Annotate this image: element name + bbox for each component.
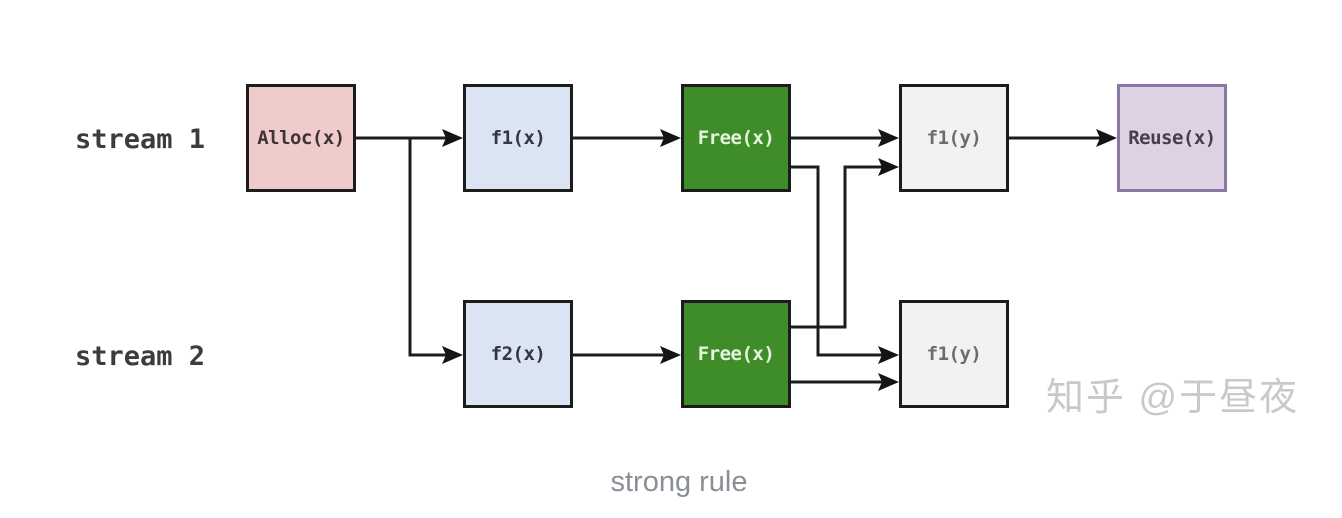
stream-1-label: stream 1 <box>75 124 206 155</box>
arrowhead-alloc-f2x <box>442 346 463 364</box>
edge-free2-f1y1 <box>791 165 883 329</box>
edge-free1-f1y2 <box>791 165 883 357</box>
node-f2-x: f2(x) <box>463 300 573 408</box>
arrowhead-free1-f1y1 <box>878 129 899 147</box>
node-reuse-x: Reuse(x) <box>1117 84 1227 192</box>
stream-2-label: stream 2 <box>75 341 206 372</box>
arrowhead-f1x-free1 <box>660 129 681 147</box>
watermark-text: 知乎 @于昼夜 <box>1046 377 1300 419</box>
arrowhead-f1y1-reuse <box>1096 129 1117 147</box>
node-alloc-x: Alloc(x) <box>246 84 356 192</box>
arrowhead-free2-f1y1 <box>878 158 899 176</box>
arrowhead-alloc-f1x <box>442 129 463 147</box>
arrowhead-free1-f1y2 <box>878 346 899 364</box>
node-free-x-stream2: Free(x) <box>681 300 791 408</box>
arrowhead-f2x-free2 <box>660 346 681 364</box>
node-free-x-stream1: Free(x) <box>681 84 791 192</box>
node-f1-x: f1(x) <box>463 84 573 192</box>
edge-alloc-f2x <box>408 138 447 357</box>
arrowhead-free2-f1y2 <box>878 373 899 391</box>
node-f1-y-stream1: f1(y) <box>899 84 1009 192</box>
node-f1-y-stream2: f1(y) <box>899 300 1009 408</box>
diagram-caption: strong rule <box>610 466 748 498</box>
